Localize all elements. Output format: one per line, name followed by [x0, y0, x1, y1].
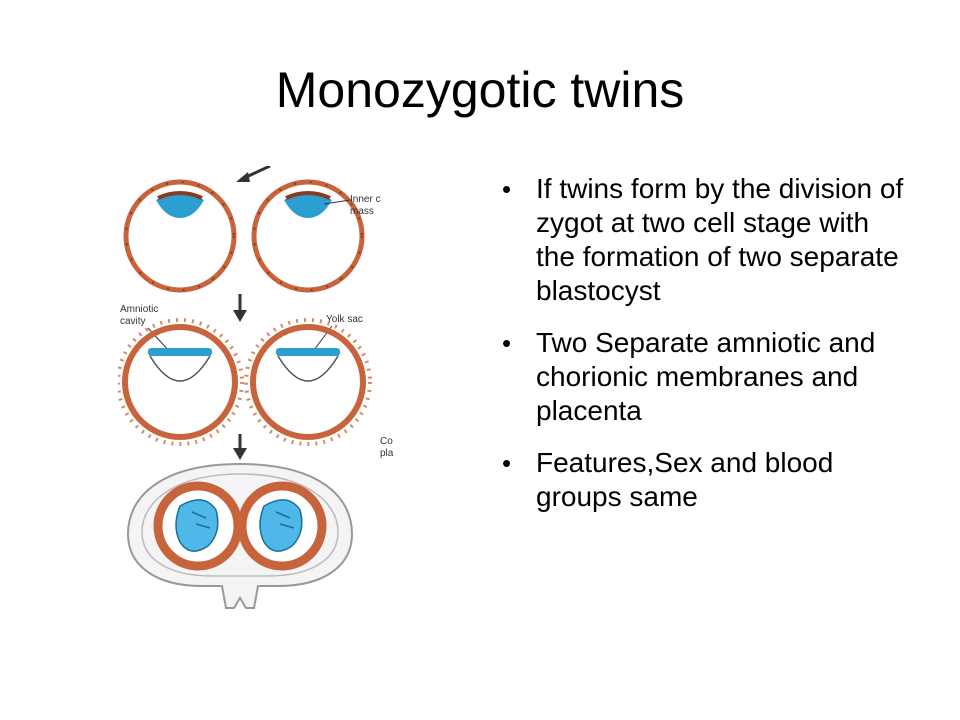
uterus-with-twins — [126, 462, 354, 609]
incoming-arrow-icon — [236, 166, 271, 182]
embryology-diagram: Inner c mass Amniotic cavity Yolk sac — [118, 166, 408, 612]
label-chorion-1: Co — [380, 436, 393, 447]
implanted-blastocyst-right — [244, 318, 372, 446]
down-arrow-icon — [233, 294, 247, 322]
implanted-blastocyst-left — [118, 318, 244, 446]
label-inner-cell-mass-1: Inner c — [350, 194, 381, 205]
label-inner-cell-mass-2: mass — [350, 206, 374, 217]
bullet-item: • If twins form by the division of zygot… — [494, 172, 904, 308]
bullet-text: Two Separate amniotic and chorionic memb… — [536, 327, 876, 426]
bullet-item: • Two Separate amniotic and chorionic me… — [494, 326, 904, 428]
blastocyst-left — [123, 179, 237, 293]
label-amniotic-1: Amniotic — [120, 304, 158, 315]
down-arrow-icon — [233, 434, 247, 460]
bullet-list: • If twins form by the division of zygot… — [494, 172, 904, 532]
bullet-marker: • — [502, 328, 512, 358]
blastocyst-right — [251, 179, 365, 293]
bullet-text: Features,Sex and blood groups same — [536, 447, 834, 512]
label-yolk-sac: Yolk sac — [326, 314, 363, 325]
bullet-marker: • — [502, 448, 512, 478]
bullet-marker: • — [502, 174, 512, 204]
label-amniotic-2: cavity — [120, 316, 146, 327]
embryology-diagram-svg: Inner c mass Amniotic cavity Yolk sac — [118, 166, 394, 609]
label-chorion-2: pla — [380, 448, 394, 459]
bullet-text: If twins form by the division of zygot a… — [536, 173, 904, 306]
slide-title: Monozygotic twins — [275, 62, 685, 118]
bullet-item: • Features,Sex and blood groups same — [494, 446, 904, 514]
